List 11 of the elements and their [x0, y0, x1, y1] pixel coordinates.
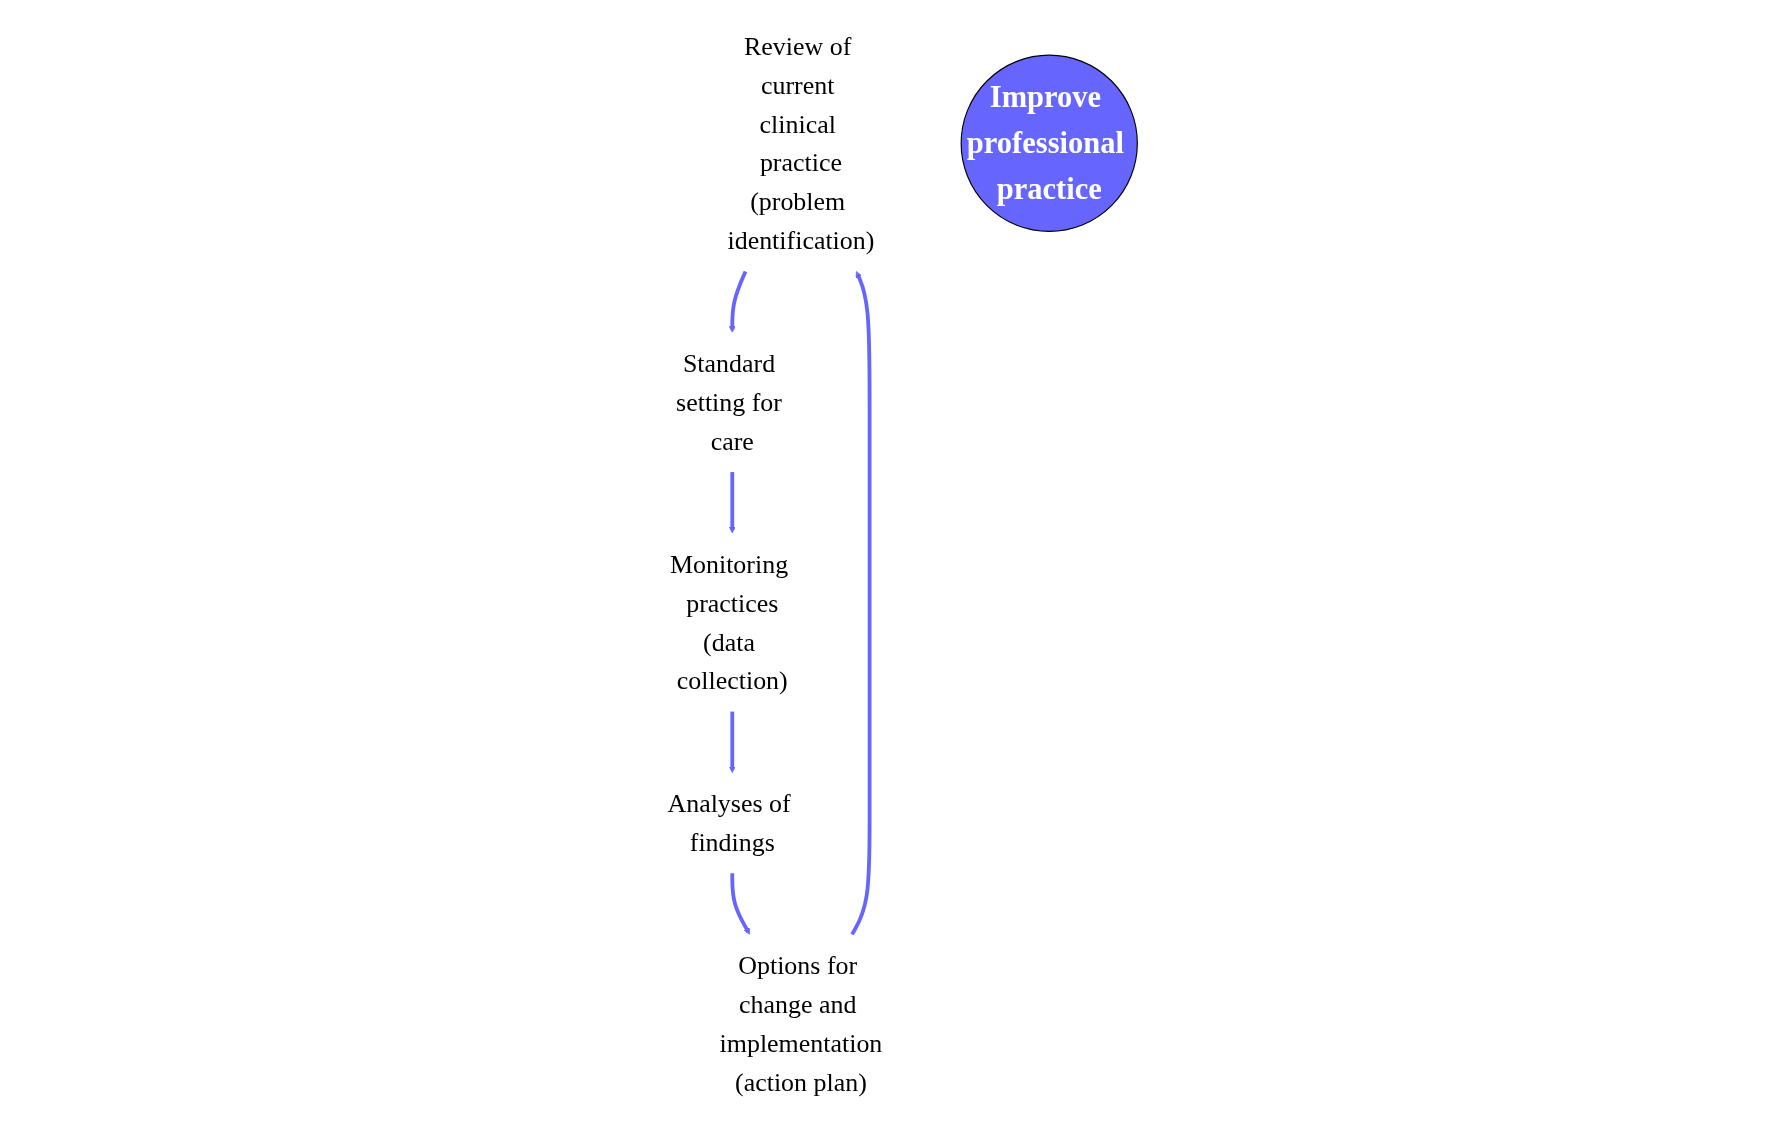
arrow [730, 873, 750, 935]
node-text: Options for change and implementation (action plan) [719, 951, 883, 1097]
arrow [728, 472, 736, 534]
node-text: Analyses of findings [667, 789, 791, 857]
arrow [728, 711, 736, 773]
node-text: Standard setting for care [675, 349, 782, 456]
node-text: Review of current clinical practice (problem identification) [727, 31, 875, 255]
node-circle: Improve professional practice [960, 54, 1138, 232]
arrow [850, 271, 872, 936]
node-text: Monitoring practices (data collection) [669, 549, 788, 695]
arrow [728, 270, 747, 333]
